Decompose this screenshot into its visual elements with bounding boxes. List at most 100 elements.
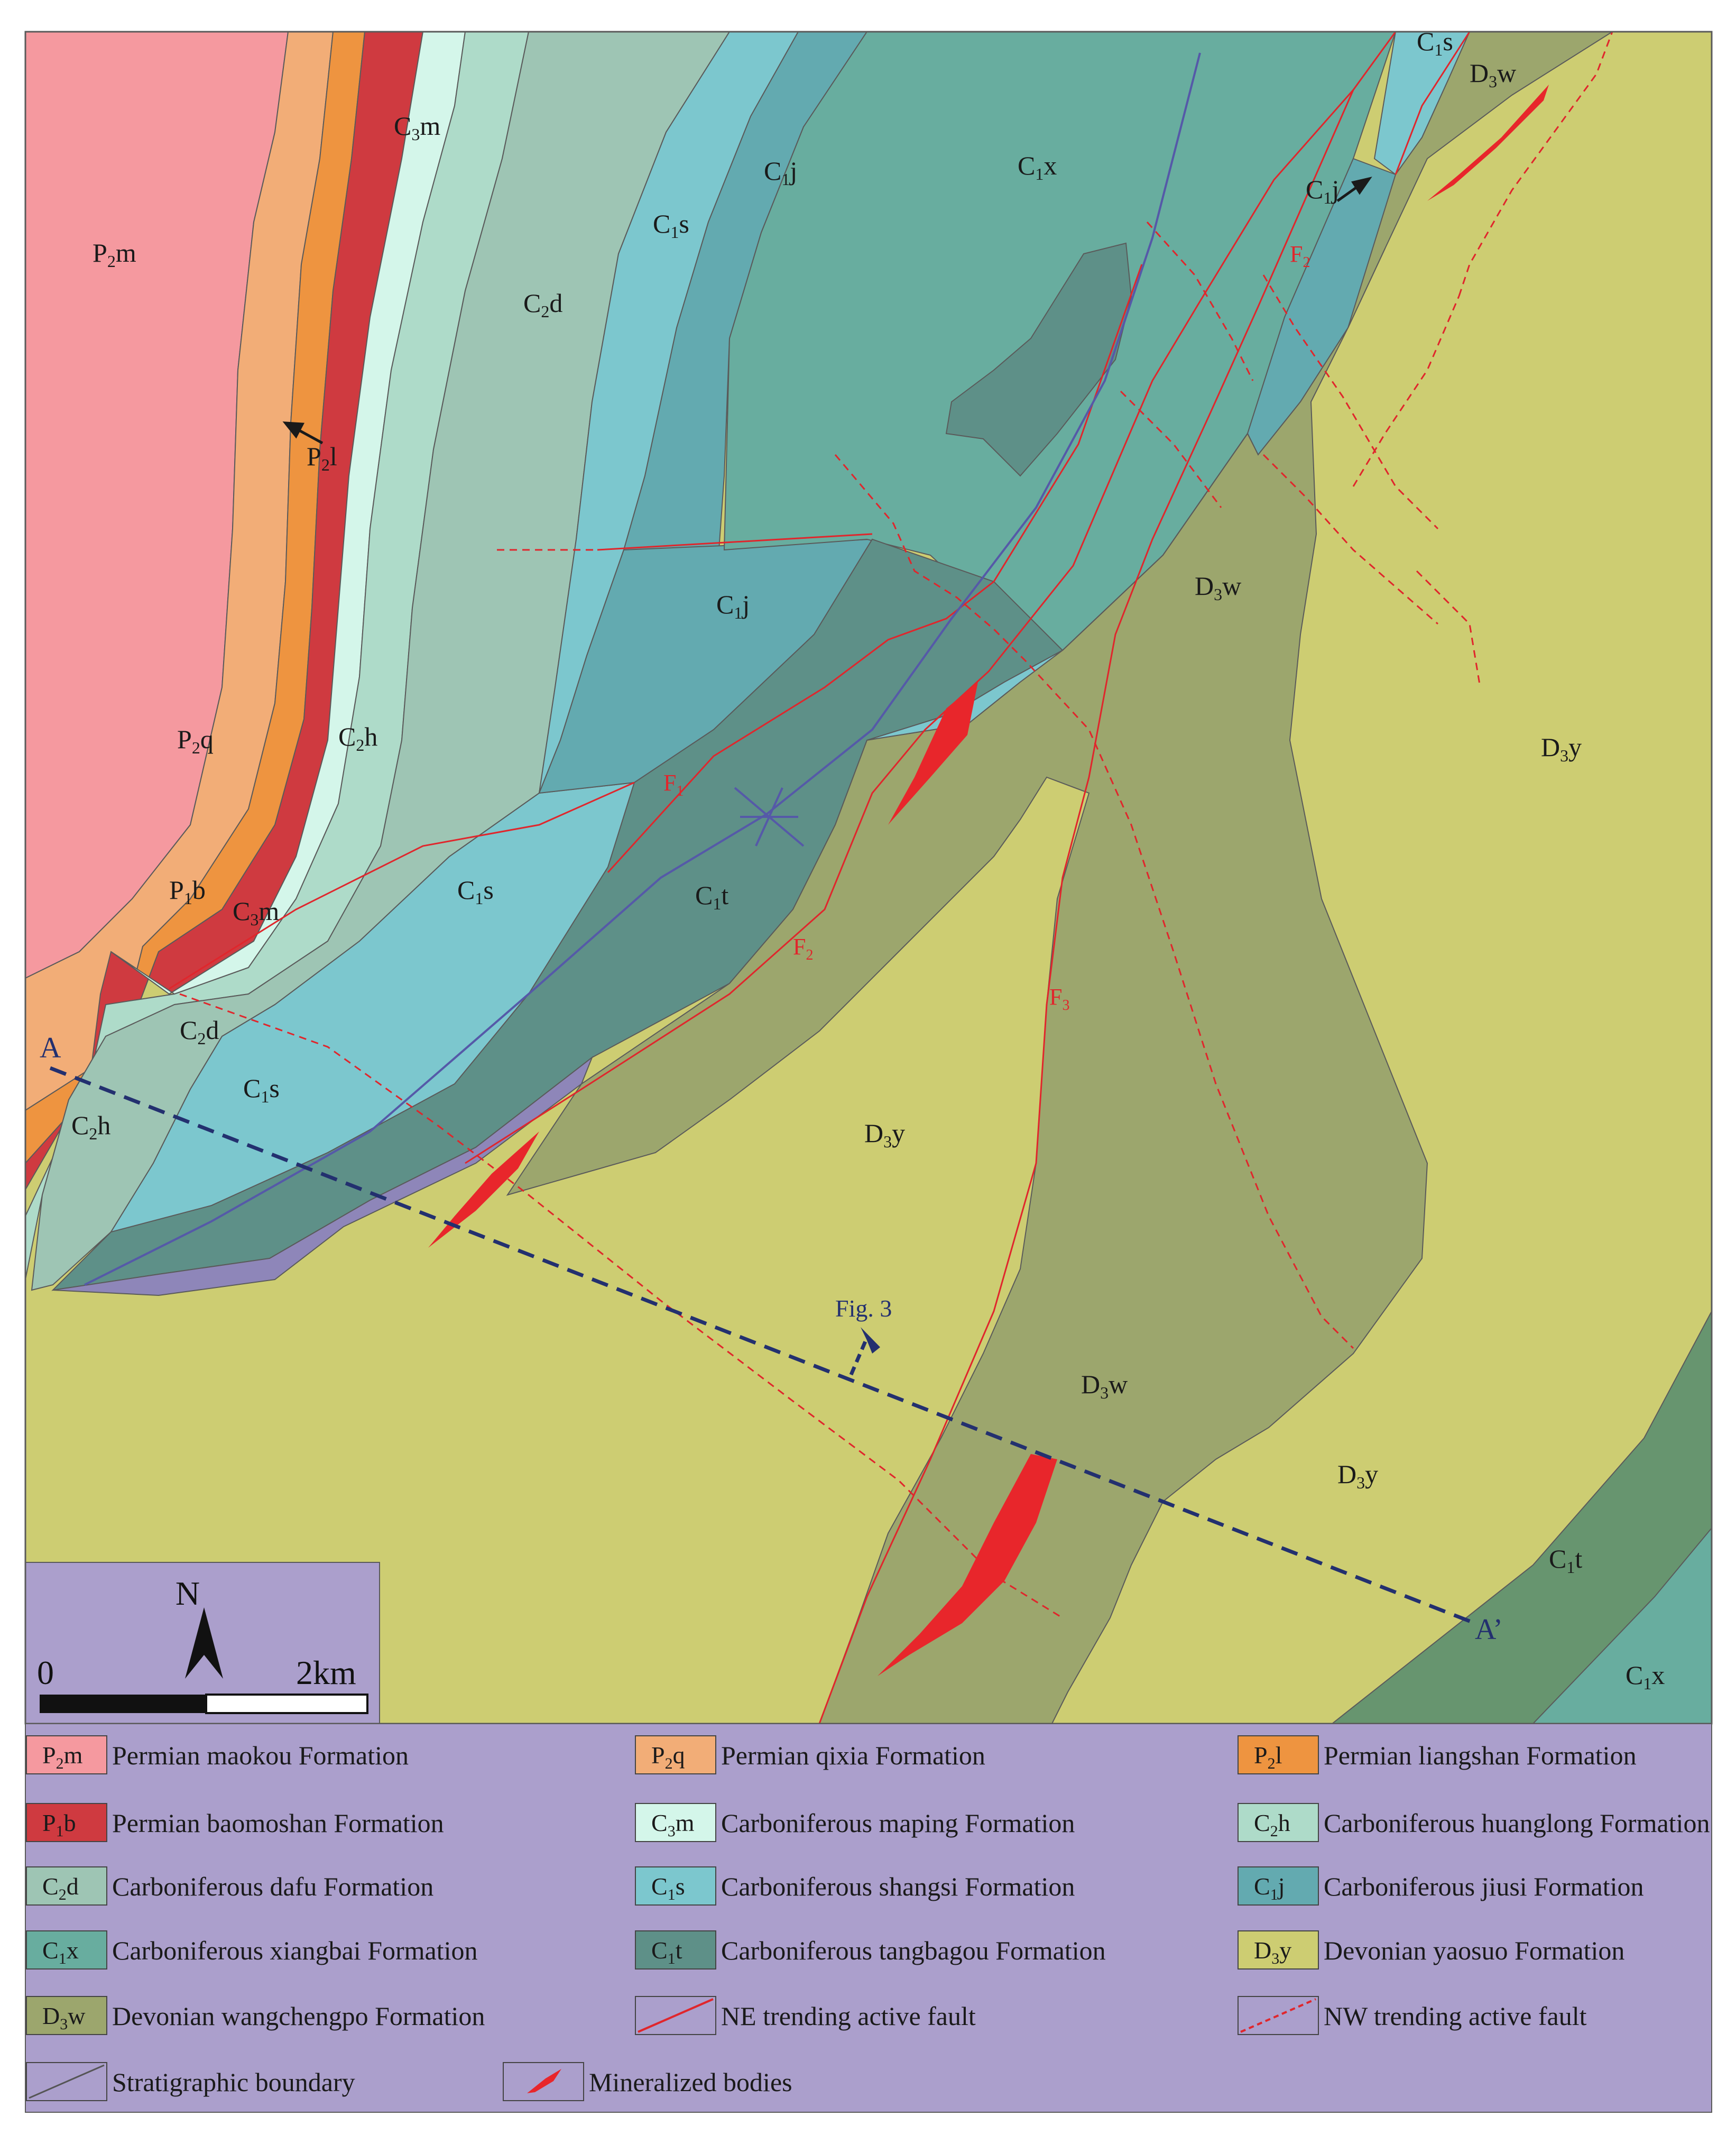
fault-f1 (607, 264, 1143, 873)
legend-code: C1j (1254, 1873, 1285, 1903)
legend-item: P2m Permian maokou Formation (26, 1735, 409, 1774)
fold-axis (84, 52, 1201, 1286)
legend-swatch (26, 1803, 107, 1842)
legend-label: Devonian yaosuo Formation (1324, 1936, 1624, 1965)
scale-distance-label: 2km (296, 1654, 356, 1691)
legend-swatch (635, 1803, 716, 1842)
leader-arrows (282, 177, 1372, 445)
legend-label: Carboniferous jiusi Formation (1324, 1872, 1644, 1901)
legend-code: C2h (1254, 1809, 1290, 1840)
legend-swatch (635, 1866, 716, 1906)
nw-fault-icon (1240, 1998, 1316, 2033)
legend-swatch (1238, 1866, 1319, 1906)
legend-label: Carboniferous dafu Formation (112, 1872, 433, 1901)
mineralized-bodies (428, 85, 1549, 1676)
fault-label: F2 (1290, 241, 1310, 271)
legend-swatch (1238, 1803, 1319, 1842)
map-unit-label: C3m (394, 111, 440, 144)
map-unit-label: C1x (1018, 151, 1057, 183)
map-unit-label: D3y (1541, 732, 1582, 765)
legend-item: D3y Devonian yaosuo Formation (1238, 1930, 1624, 1970)
fault-f3 (818, 89, 1354, 1724)
map-unit-label: C1t (1549, 1544, 1582, 1577)
map-unit-label: C2h (71, 1110, 110, 1143)
north-label: N (176, 1575, 200, 1612)
map-unit-label: C2h (338, 722, 377, 754)
section-line (49, 1066, 1476, 1625)
legend-code: P2m (42, 1742, 83, 1772)
fault-c1s-boundary (169, 781, 635, 990)
legend-label: Carboniferous huanglong Formation (1324, 1808, 1710, 1838)
legend-swatch (635, 1930, 716, 1970)
legend-item: P1b Permian baomoshan Formation (26, 1803, 444, 1842)
legend-label: Permian maokou Formation (112, 1741, 409, 1770)
legend-label: Carboniferous shangsi Formation (721, 1872, 1075, 1901)
legend-swatch (26, 1996, 107, 2035)
legend-swatch (26, 1930, 107, 1970)
nw-faults (179, 31, 1613, 1619)
legend-swatch (26, 1866, 107, 1906)
scale-bar-white (205, 1694, 368, 1714)
legend-label: Carboniferous maping Formation (721, 1808, 1075, 1838)
map-area (25, 31, 1712, 1724)
legend-item: C3m Carboniferous maping Formation (635, 1803, 1075, 1842)
scale-box: N 0 2km (25, 1562, 380, 1724)
map-unit-label: C1t (695, 880, 728, 913)
map-unit-label: D3y (864, 1118, 905, 1151)
legend-label: NW trending active fault (1324, 2001, 1587, 2031)
north-arrow-icon (185, 1607, 223, 1679)
ore-body-west (428, 1131, 539, 1248)
unit-c-purple (52, 1055, 594, 1296)
legend-item: Stratigraphic boundary (26, 2062, 355, 2101)
map-unit-label: C1x (1626, 1660, 1665, 1693)
legend-label: Carboniferous tangbagou Formation (721, 1936, 1106, 1965)
legend-label: Stratigraphic boundary (112, 2067, 355, 2097)
legend-code: D3w (42, 2002, 86, 2033)
legend-code: P2l (1254, 1742, 1282, 1772)
legend-swatch (1238, 1930, 1319, 1970)
map-unit-label: C1s (653, 209, 689, 242)
legend-item: NE trending active fault (635, 1996, 976, 2035)
fault-label: F1 (663, 770, 684, 799)
ne-fault-icon (638, 1998, 714, 2033)
legend-item: C1t Carboniferous tangbagou Formation (635, 1930, 1106, 1970)
legend-label: Carboniferous xiangbai Formation (112, 1936, 478, 1965)
legend-swatch (1238, 1735, 1319, 1774)
ore-body-south (878, 1454, 1057, 1676)
legend-item: NW trending active fault (1238, 1996, 1587, 2035)
map-unit-label: D3w (1470, 58, 1516, 91)
figure-reference-label: Fig. 3 (835, 1295, 892, 1322)
legend-item: C1s Carboniferous shangsi Formation (635, 1866, 1075, 1906)
legend-item: D3w Devonian wangchengpo Formation (26, 1996, 485, 2035)
fault-label: F2 (793, 934, 813, 963)
fault-f2 (465, 31, 1397, 1164)
map-unit-label: C2d (180, 1015, 219, 1048)
map-unit-label: P2m (93, 238, 136, 271)
legend-label: Devonian wangchengpo Formation (112, 2001, 485, 2031)
boundary-icon (29, 2064, 105, 2099)
map-unit-label: P2l (307, 441, 337, 474)
legend-code: C1t (651, 1937, 682, 1967)
legend-code: C3m (651, 1809, 695, 1840)
fault-c1j-boundary (597, 533, 873, 551)
legend-label: Mineralized bodies (589, 2067, 792, 2097)
map-unit-label: C1s (243, 1073, 280, 1106)
legend-swatch (635, 1735, 716, 1774)
map-unit-label: C1j (764, 156, 797, 189)
legend-code: C1s (651, 1873, 685, 1903)
legend-item: Mineralized bodies (503, 2062, 792, 2101)
map-unit-label: D3w (1195, 571, 1241, 604)
map-unit-label: C1s (457, 875, 494, 908)
stratigraphic-boundaries (1062, 433, 1248, 651)
scale-zero-label: 0 (37, 1654, 54, 1691)
legend-code: D3y (1254, 1937, 1291, 1967)
ore-body-center (888, 682, 978, 825)
legend-code: P1b (42, 1809, 76, 1840)
legend-code: P2q (651, 1742, 685, 1772)
map-unit-label: D3w (1081, 1369, 1128, 1402)
legend-label: Permian baomoshan Formation (112, 1808, 444, 1838)
